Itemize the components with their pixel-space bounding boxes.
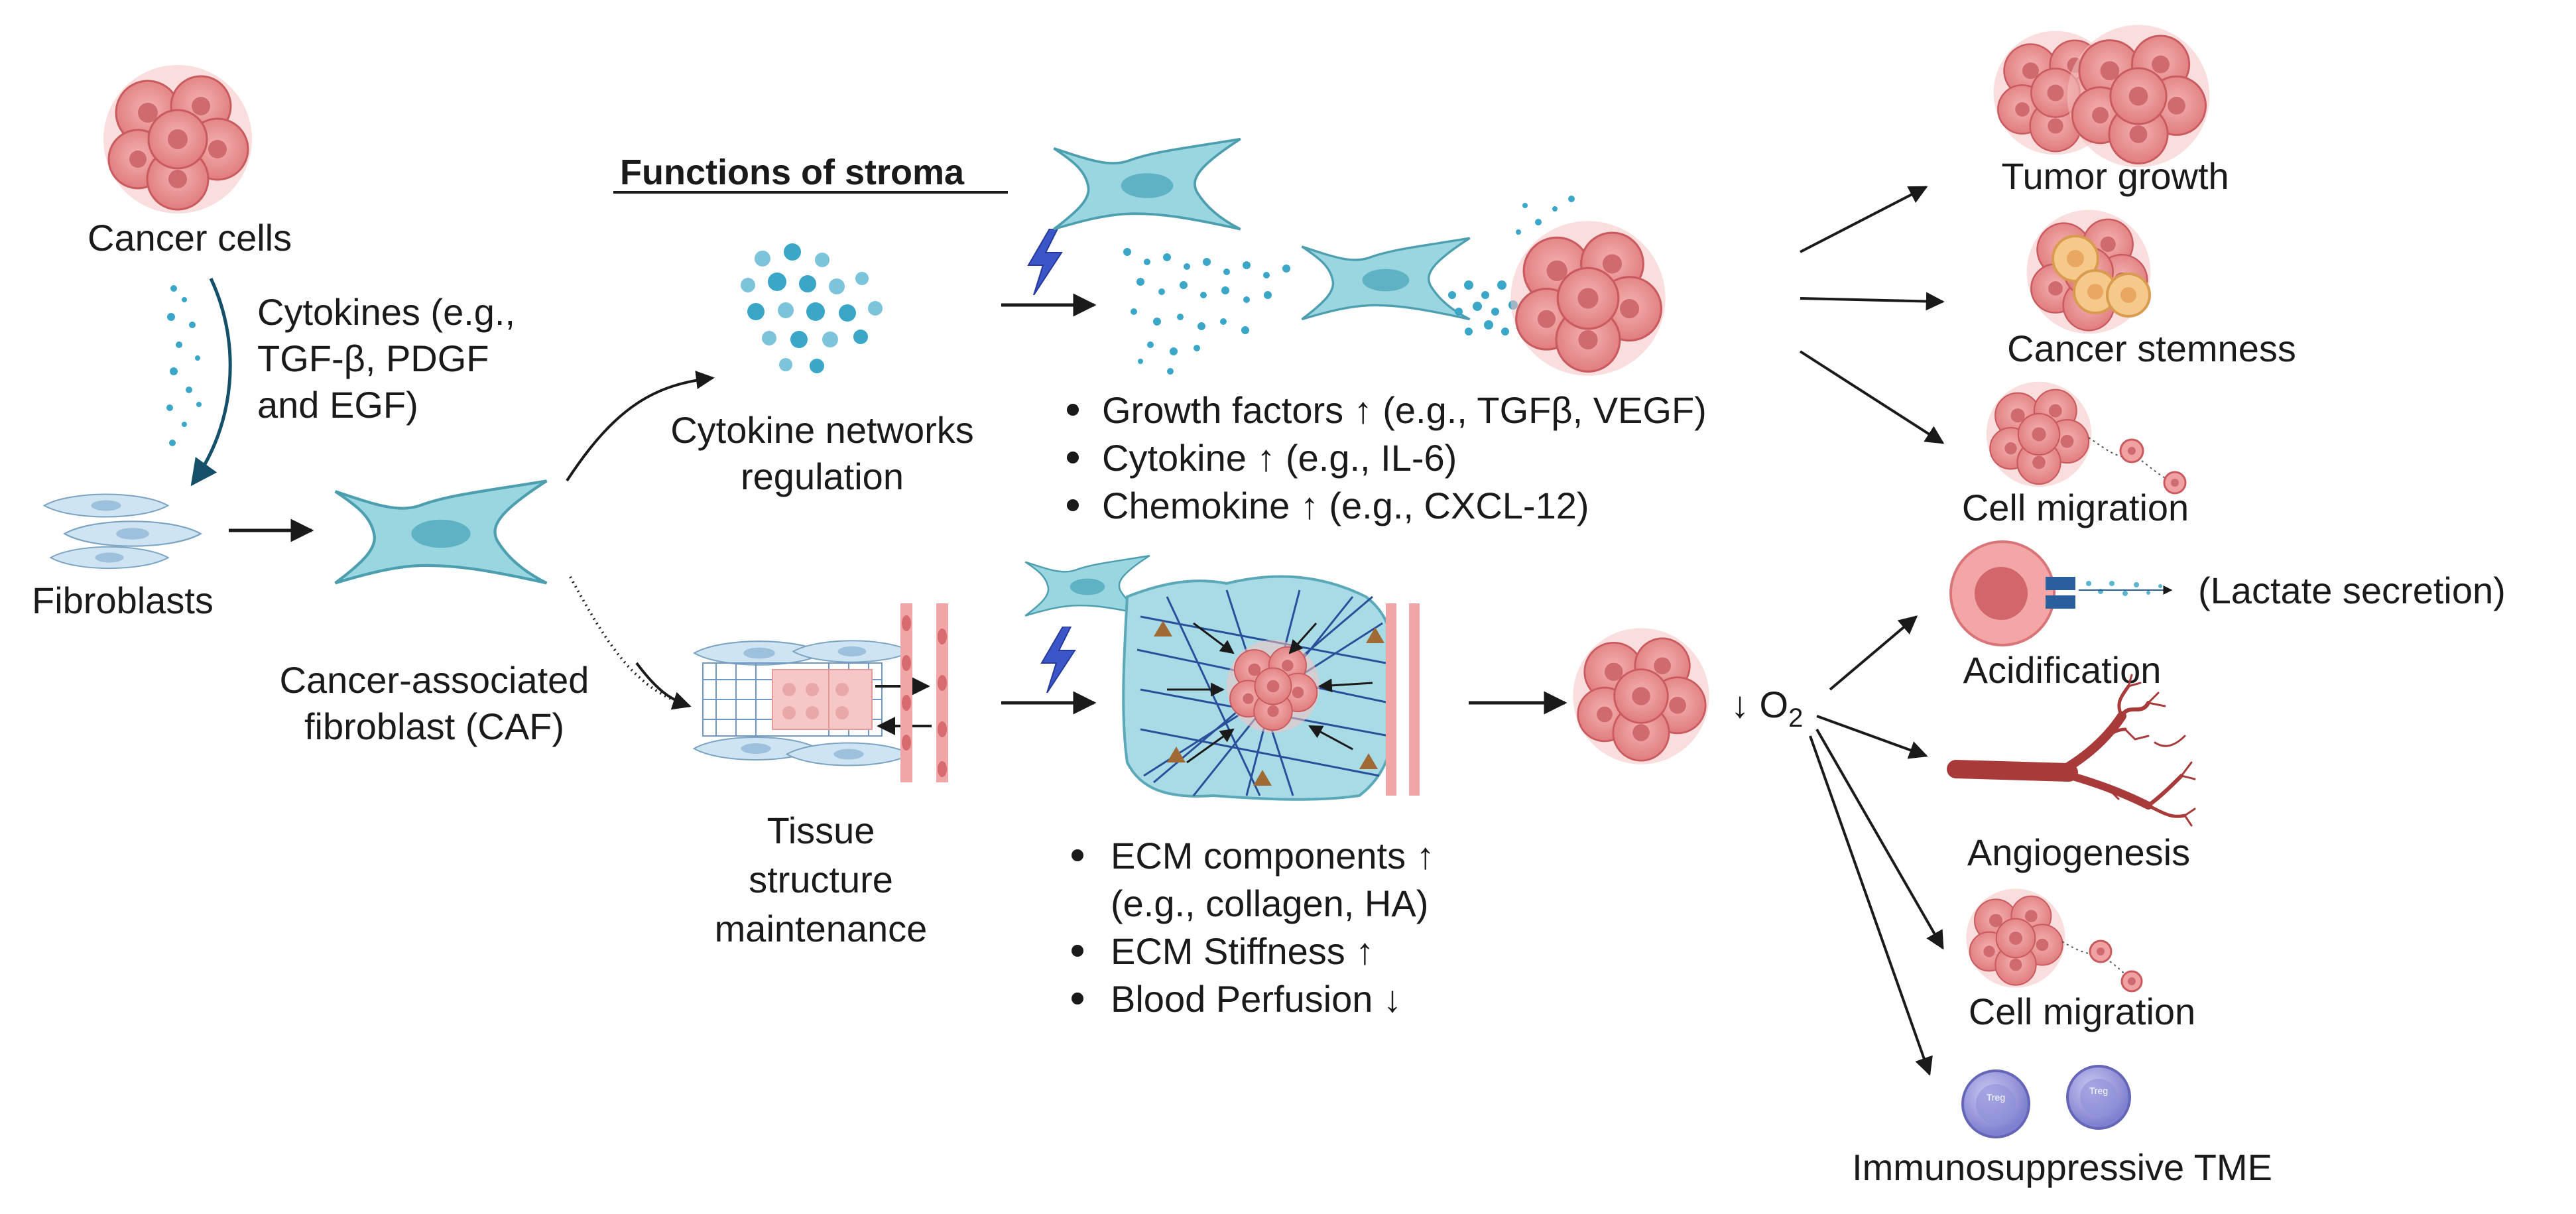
tissue-label-line2: structure bbox=[749, 859, 893, 900]
acidification-icon bbox=[1949, 540, 2173, 646]
cancer-cells-cluster-icon bbox=[102, 64, 253, 215]
bottom-bullet-list: ECM components ↑ (e.g., collagen, HA) EC… bbox=[1072, 835, 1435, 1020]
fibroblasts-label: Fibroblasts bbox=[32, 579, 214, 621]
treg-cells-icon: Treg Treg bbox=[1961, 1065, 2131, 1138]
tumor-top-icon bbox=[1509, 219, 1667, 377]
arrow-to-angiogenesis bbox=[1816, 715, 1928, 759]
caf-top-icon bbox=[1052, 137, 1242, 231]
cell-migration-icon-bottom bbox=[1965, 888, 2143, 993]
functions-of-stroma-title: Functions of stroma bbox=[620, 152, 965, 192]
arrow-to-immunosuppressive-tme bbox=[1809, 735, 1933, 1076]
lactate-secretion-label: (Lactate secretion) bbox=[2198, 570, 2506, 611]
tissue-label-line3: maintenance bbox=[715, 908, 928, 949]
arrow-to-acidification bbox=[1829, 615, 1918, 691]
cytokine-networks-label-line2: regulation bbox=[741, 455, 904, 497]
tumor-growth-label: Tumor growth bbox=[2001, 155, 2229, 197]
arrow-to-cell-migration-bottom bbox=[1815, 729, 1944, 950]
top-bullet-2: Cytokine ↑ (e.g., IL-6) bbox=[1102, 437, 1457, 479]
cancer-stemness-icon bbox=[2026, 209, 2152, 335]
bottom-bullet-3: Blood Perfusion ↓ bbox=[1111, 978, 1402, 1020]
tissue-label-line1: Tissue bbox=[767, 810, 875, 851]
cell-migration-label-top: Cell migration bbox=[1962, 487, 2189, 528]
growth-factor-dots bbox=[1123, 248, 1290, 375]
cell-migration-icon-top bbox=[1985, 381, 2187, 495]
tumor-growth-icon bbox=[1993, 24, 2211, 168]
angiogenesis-label: Angiogenesis bbox=[1967, 831, 2190, 873]
bottom-bullet-1b: (e.g., collagen, HA) bbox=[1111, 882, 1428, 924]
cancer-stemness-label: Cancer stemness bbox=[2007, 328, 2296, 369]
o2-label: ↓ O2 bbox=[1731, 684, 1803, 733]
arrow-to-cancer-stemness bbox=[1800, 292, 1945, 311]
top-bullet-1: Growth factors ↑ (e.g., TGFβ, VEGF) bbox=[1102, 389, 1707, 431]
arrow-to-cell-migration-top bbox=[1799, 350, 1945, 444]
fibroblasts-icon bbox=[43, 493, 202, 570]
tissue-structure-icon bbox=[693, 603, 948, 782]
immunosuppressive-tme-label: Immunosuppressive TME bbox=[1852, 1146, 2272, 1188]
caf-cell-icon bbox=[336, 481, 547, 583]
hypoxic-tumor-icon bbox=[1571, 627, 1711, 766]
treg-label-2: Treg bbox=[2089, 1085, 2108, 1096]
cytokine-dots-icon bbox=[166, 285, 202, 446]
cytokine-networks-label-line1: Cytokine networks bbox=[670, 409, 974, 451]
cytokine-network-icon bbox=[741, 243, 883, 373]
bottom-bullet-2: ECM Stiffness ↑ bbox=[1111, 930, 1374, 972]
cytokines-label-line2: TGF-β, PDGF bbox=[257, 337, 489, 379]
caf-label-line2: fibroblast (CAF) bbox=[304, 705, 564, 747]
lightning-stimulus-icon-bottom bbox=[1041, 627, 1075, 693]
ecm-stiff-matrix-icon bbox=[1024, 554, 1420, 801]
caf-label-line1: Cancer-associated bbox=[280, 659, 589, 701]
caf-middle-icon bbox=[1300, 237, 1471, 321]
cytokine-dots-to-tumor bbox=[1448, 196, 1575, 335]
treg-label-1: Treg bbox=[1987, 1092, 2005, 1103]
cytokines-label-line1: Cytokines (e.g., bbox=[257, 291, 515, 333]
cytokines-label-line3: and EGF) bbox=[257, 384, 418, 426]
cancer-cells-label: Cancer cells bbox=[88, 217, 292, 259]
angiogenesis-icon bbox=[1947, 674, 2196, 827]
cell-migration-label-bottom: Cell migration bbox=[1969, 991, 2195, 1032]
caf-to-tissue-arrow bbox=[635, 662, 692, 710]
cytokine-curved-arrow bbox=[190, 277, 232, 487]
arrow-to-tumor-growth bbox=[1800, 186, 1928, 253]
top-bullet-list: Growth factors ↑ (e.g., TGFβ, VEGF) Cyto… bbox=[1067, 389, 1707, 526]
caf-to-cytokine-arrow bbox=[566, 371, 715, 482]
top-bullet-3: Chemokine ↑ (e.g., CXCL-12) bbox=[1102, 485, 1589, 526]
lightning-stimulus-icon-top bbox=[1028, 229, 1062, 295]
bottom-bullet-1: ECM components ↑ bbox=[1111, 835, 1435, 877]
